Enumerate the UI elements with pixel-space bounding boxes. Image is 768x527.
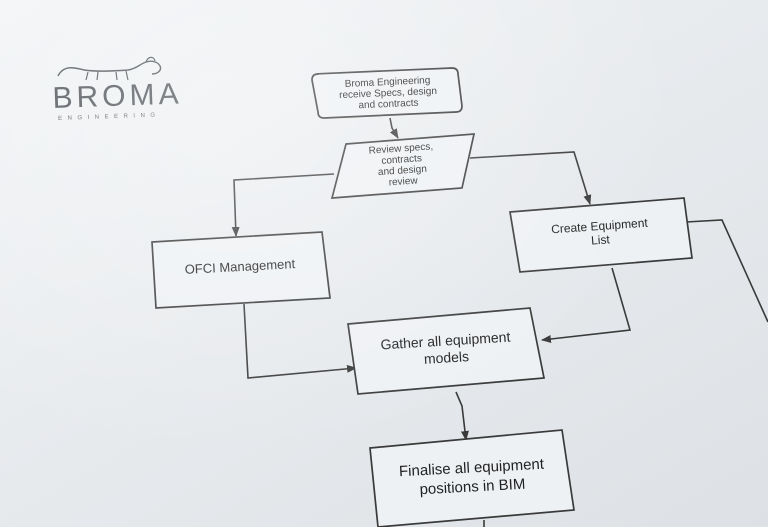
edge-offpage-right [685, 219, 768, 323]
node-label-line: models [423, 348, 469, 367]
edge-n2-n4 [469, 151, 592, 205]
node-shape-n4 [509, 197, 693, 273]
node-n1: Broma Engineeringreceive Specs, designan… [311, 67, 463, 119]
edge-n3-n5 [243, 303, 357, 379]
node-label-line: Gather all equipment [380, 328, 511, 352]
edge-n1-n2 [389, 117, 399, 139]
node-label-line: Broma Engineering [345, 75, 431, 90]
node-shape-n5 [347, 307, 546, 395]
node-shape-n6 [369, 429, 575, 527]
edge-n4-n5 [541, 267, 632, 343]
node-shape-n1 [311, 67, 463, 119]
node-label-n1: Broma Engineeringreceive Specs, designan… [338, 75, 437, 112]
node-shape-n2 [330, 133, 476, 199]
node-label-line: Review specs, [368, 141, 433, 156]
edge-n2-n3 [231, 173, 335, 237]
node-label-n6: Finalise all equipmentpositions in BIM [399, 456, 547, 500]
node-n3: OFCI Management [151, 231, 331, 309]
node-label-n2: Review specs,contractsand designreview [368, 141, 435, 189]
node-label-line: List [591, 232, 611, 247]
node-label-line: positions in BIM [419, 476, 526, 499]
node-label-n4: Create EquipmentList [551, 216, 650, 251]
node-n2: Review specs,contractsand designreview [330, 133, 476, 199]
node-label-n3: OFCI Management [184, 257, 296, 278]
node-label-line: receive Specs, design [339, 86, 437, 101]
node-label-line: review [388, 175, 418, 188]
node-label-n5: Gather all equipmentmodels [380, 328, 512, 369]
node-label-line: Create Equipment [551, 216, 649, 237]
node-label-line: and design [378, 163, 428, 177]
edge-n5-n6 [455, 391, 469, 441]
node-label-line: and contracts [358, 97, 418, 111]
node-label-line: OFCI Management [184, 257, 296, 278]
node-n6: Finalise all equipmentpositions in BIM [369, 429, 575, 527]
node-label-line: contracts [381, 153, 422, 167]
node-n4: Create EquipmentList [509, 197, 693, 273]
node-shape-n3 [151, 231, 331, 309]
dog-logo-icon [57, 56, 162, 81]
node-n5: Gather all equipmentmodels [347, 307, 546, 395]
